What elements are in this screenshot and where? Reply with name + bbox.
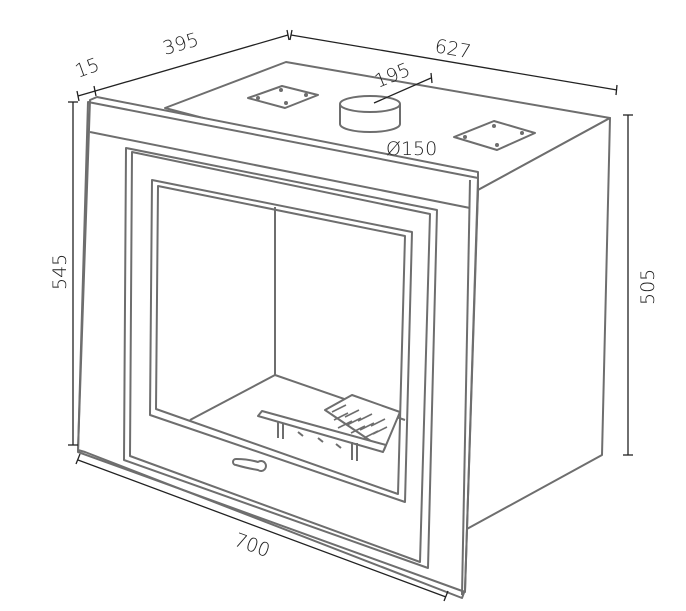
top-mounting-plate-right: [453, 120, 536, 151]
dim-frame-depth: 15: [72, 54, 102, 83]
dim-body-height: 505: [637, 269, 659, 305]
dim-body-width: 627: [433, 35, 473, 63]
flue-collar: [339, 95, 401, 133]
top-mounting-plate-left: [247, 85, 319, 109]
door-handle-icon: [232, 458, 267, 472]
firebox-opening: [149, 179, 413, 503]
door-frame: [123, 147, 438, 569]
dim-side-depth: 395: [160, 29, 201, 60]
dim-front-width: 700: [231, 529, 273, 562]
dimension-lines: [68, 29, 633, 602]
fire-grate: [257, 394, 401, 461]
dim-front-height: 545: [49, 254, 71, 290]
dim-flue-diameter: Ø150: [386, 138, 437, 160]
front-frame: [77, 96, 479, 599]
